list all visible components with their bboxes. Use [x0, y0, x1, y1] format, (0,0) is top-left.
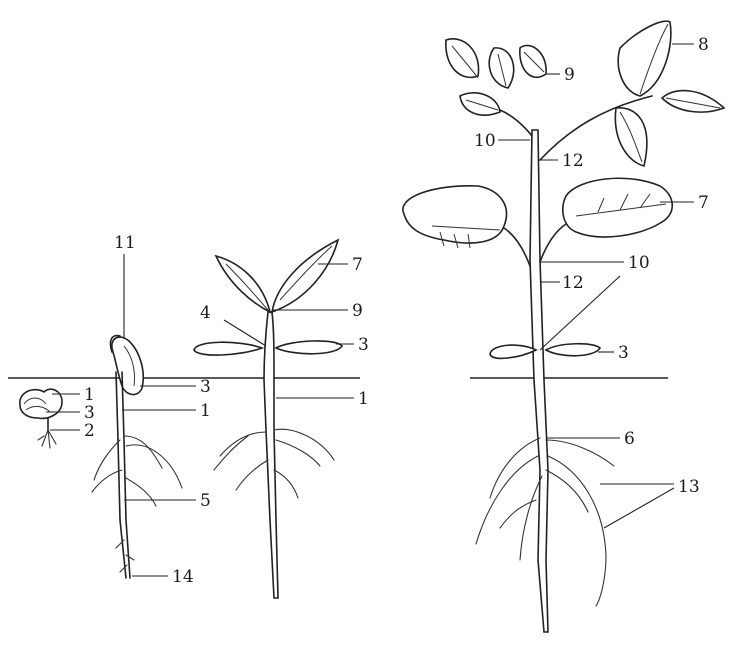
seedling-stage-2 — [92, 336, 182, 578]
label-3-stage4: 3 — [618, 343, 629, 363]
label-3-stage3: 3 — [358, 335, 369, 355]
label-8-stage4: 8 — [698, 35, 709, 55]
label-14-stage2: 14 — [172, 567, 194, 587]
young-plant-stage-3 — [194, 240, 342, 598]
label-10-stage4-lower: 10 — [628, 253, 650, 273]
label-4-stage3: 4 — [200, 303, 211, 323]
label-1-seed: 1 — [84, 385, 95, 405]
label-12-stage4-upper: 12 — [562, 151, 584, 171]
label-9-stage4: 9 — [564, 65, 575, 85]
label-1-stage3: 1 — [358, 389, 369, 409]
label-6-stage4: 6 — [624, 429, 635, 449]
label-3-stage2: 3 — [200, 377, 211, 397]
label-10-stage4-upper: 10 — [474, 131, 496, 151]
label-7-stage3: 7 — [352, 255, 363, 275]
label-5-stage2: 5 — [200, 491, 211, 511]
label-9-stage3: 9 — [352, 301, 363, 321]
label-12-stage4-lower: 12 — [562, 273, 584, 293]
mature-plant-stage-4 — [403, 21, 724, 632]
label-1-stage2: 1 — [200, 401, 211, 421]
label-13-stage4: 13 — [678, 477, 700, 497]
label-7-stage4: 7 — [698, 193, 709, 213]
label-2-seed: 2 — [84, 421, 95, 441]
seed-stage-1 — [20, 389, 62, 448]
label-11-hook: 11 — [114, 233, 136, 253]
label-3-seed: 3 — [84, 403, 95, 423]
leader-lines — [46, 44, 694, 576]
